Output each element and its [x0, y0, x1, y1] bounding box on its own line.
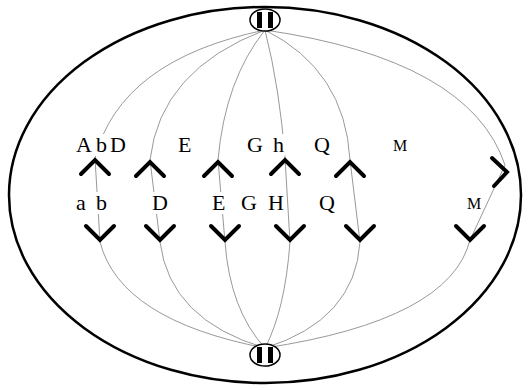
gene-label: D [151, 192, 169, 214]
gene-label: H [267, 192, 285, 214]
gene-label: Q [318, 192, 336, 214]
gene-label: G [246, 134, 264, 156]
centrosome [250, 9, 280, 31]
gene-label: b [95, 134, 108, 156]
gene-label: h [272, 134, 285, 156]
gene-label: Q [313, 134, 331, 156]
chromosomes [81, 158, 507, 240]
gene-label: b [95, 192, 108, 214]
gene-label: E [177, 134, 192, 156]
gene-label: D [109, 134, 127, 156]
gene-label: A [75, 134, 93, 156]
cell-membrane [9, 7, 521, 383]
gene-label: a [75, 192, 87, 214]
gene-label: E [211, 192, 226, 214]
gene-label: G [240, 192, 258, 214]
centrosome [250, 344, 280, 366]
gene-label: M [392, 138, 408, 154]
gene-label: M [466, 196, 482, 212]
spindle-fibers [95, 30, 505, 348]
